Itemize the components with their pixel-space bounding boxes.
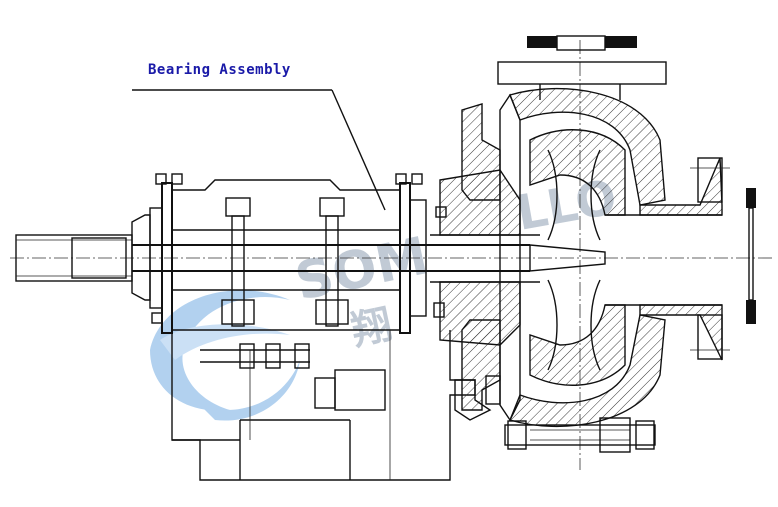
svg-text:SOM: SOM xyxy=(290,226,433,312)
frame-plate xyxy=(454,103,501,421)
impeller xyxy=(529,129,626,386)
pump-casing xyxy=(497,35,756,428)
bearing-assembly-label: Bearing Assembly xyxy=(148,62,291,78)
pedestal-base xyxy=(171,330,476,481)
svg-text:翔: 翔 xyxy=(348,301,397,354)
casing-bolts xyxy=(504,417,656,453)
bearing-assembly xyxy=(131,173,530,334)
adjusting-bolt xyxy=(200,343,310,369)
side-flanges xyxy=(690,167,730,351)
callout-leader xyxy=(132,89,386,211)
